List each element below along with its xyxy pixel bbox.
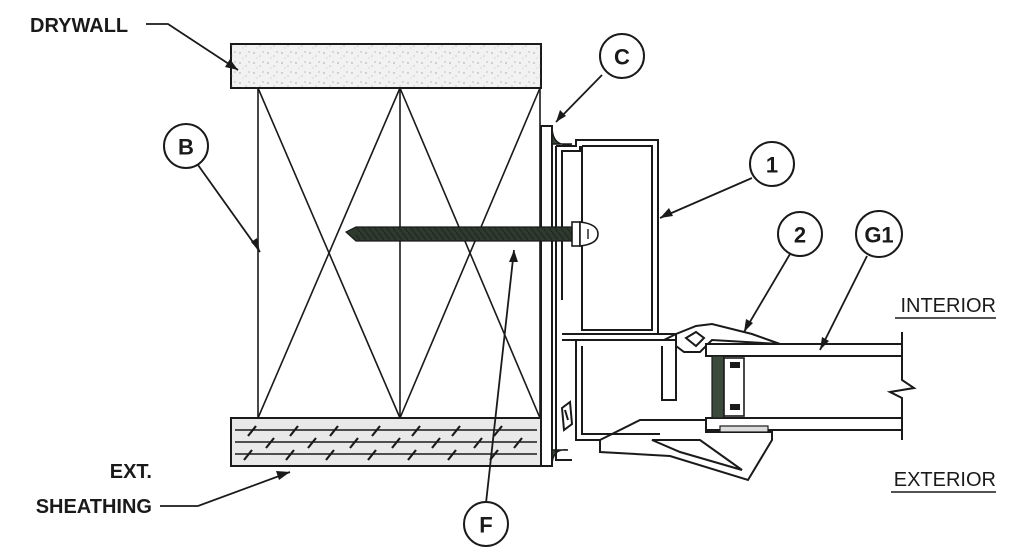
callout-b-text: B <box>178 135 194 160</box>
callout-2-text: 2 <box>794 223 806 248</box>
callout-c: C <box>599 33 645 79</box>
exterior-sheathing <box>230 417 542 467</box>
insulated-glass-unit <box>705 332 917 440</box>
callout-b: B <box>163 123 209 169</box>
wood-stud <box>257 87 541 419</box>
callout-f: F <box>463 501 509 547</box>
callout-2: 2 <box>777 211 823 257</box>
glazing-stop <box>663 322 781 353</box>
sealant-bead-bottom <box>551 449 569 467</box>
drywall <box>230 43 542 89</box>
frame-extrusion <box>555 139 773 482</box>
label-interior: INTERIOR <box>900 295 996 317</box>
leader-lines <box>146 23 868 507</box>
callout-f-text: F <box>479 513 492 538</box>
sealant-bead-top <box>551 125 573 146</box>
shim-strip <box>540 125 553 467</box>
label-drywall: DRYWALL <box>30 15 128 37</box>
callout-1: 1 <box>749 141 795 187</box>
callout-1-text: 1 <box>766 153 778 178</box>
screw-fastener <box>344 221 599 247</box>
label-ext-sheathing-line1: EXT. <box>110 461 152 483</box>
label-ext-sheathing-line2: SHEATHING <box>36 496 152 518</box>
callout-g1-text: G1 <box>864 223 893 248</box>
leader-arrowheads <box>225 59 829 480</box>
label-exterior: EXTERIOR <box>894 469 996 491</box>
callout-c-text: C <box>614 45 630 70</box>
callout-g1: G1 <box>855 210 903 258</box>
